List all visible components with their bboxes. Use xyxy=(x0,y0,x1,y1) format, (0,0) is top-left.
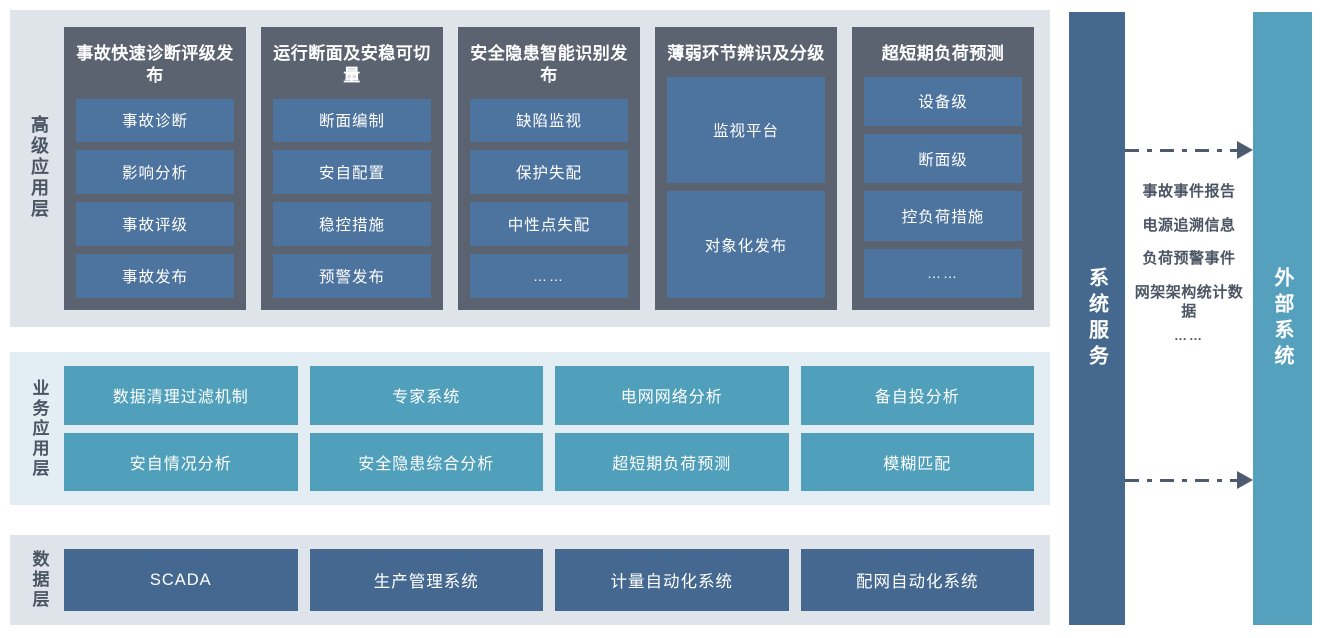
layer-label-business: 业务应用层 xyxy=(29,379,49,479)
flow-arrow-bottom xyxy=(1125,471,1253,489)
external-system-bar[interactable]: 外部系统 xyxy=(1253,12,1312,625)
business-item[interactable]: 安自情况分析 xyxy=(64,432,298,491)
system-service-bar[interactable]: 系统服务 xyxy=(1069,12,1125,625)
advanced-item[interactable]: 监视平台 xyxy=(667,76,825,184)
data-items-grid: SCADA 生产管理系统 计量自动化系统 配网自动化系统 xyxy=(64,549,1034,611)
flow-label: 电源追溯信息 xyxy=(1142,216,1236,234)
card-title: 运行断面及安稳可切量 xyxy=(273,44,431,85)
layer-label-advanced: 高级应用层 xyxy=(29,114,49,220)
flow-label-ellipsis: …… xyxy=(1174,327,1204,343)
data-source-item[interactable]: 生产管理系统 xyxy=(309,549,543,611)
system-service-label: 系统服务 xyxy=(1085,266,1108,371)
advanced-item[interactable]: 设备级 xyxy=(864,76,1022,127)
advanced-card-weak-link[interactable]: 薄弱环节辨识及分级 监视平台 对象化发布 xyxy=(655,27,837,310)
card-title: 事故快速诊断评级发布 xyxy=(76,44,234,85)
layer-label-data: 数据层 xyxy=(29,550,49,610)
advanced-item[interactable]: 影响分析 xyxy=(76,150,234,195)
business-item[interactable]: 模糊匹配 xyxy=(800,432,1034,491)
advanced-card-safety-hazard[interactable]: 安全隐患智能识别发布 缺陷监视 保护失配 中性点失配 …… xyxy=(458,27,640,310)
flow-labels-list: 事故事件报告 电源追溯信息 负荷预警事件 网架架构统计数据 …… xyxy=(1128,182,1250,344)
external-system-label: 外部系统 xyxy=(1271,266,1293,371)
dash-dot-line xyxy=(1125,478,1238,482)
data-source-item[interactable]: SCADA xyxy=(64,549,298,611)
advanced-item-ellipsis[interactable]: …… xyxy=(470,254,628,298)
business-item[interactable]: 安全隐患综合分析 xyxy=(309,432,543,491)
advanced-item[interactable]: 事故发布 xyxy=(76,254,234,298)
advanced-item[interactable]: 稳控措施 xyxy=(273,202,431,247)
card-items: 事故诊断 影响分析 事故评级 事故发布 xyxy=(76,98,234,298)
business-item[interactable]: 电网网络分析 xyxy=(555,366,789,425)
advanced-item[interactable]: 事故评级 xyxy=(76,202,234,247)
advanced-item[interactable]: 事故诊断 xyxy=(76,98,234,143)
arrow-head-icon xyxy=(1237,471,1253,489)
business-items-grid: 数据清理过滤机制 专家系统 电网网络分析 备自投分析 安自情况分析 安全隐患综合… xyxy=(64,366,1034,491)
flow-arrow-top xyxy=(1125,141,1253,159)
card-title: 安全隐患智能识别发布 xyxy=(470,44,628,85)
advanced-card-operating-section[interactable]: 运行断面及安稳可切量 断面编制 安自配置 稳控措施 预警发布 xyxy=(261,27,443,310)
advanced-item[interactable]: 断面级 xyxy=(864,134,1022,184)
advanced-item[interactable]: 中性点失配 xyxy=(470,202,628,247)
advanced-item-ellipsis[interactable]: …… xyxy=(864,248,1022,298)
advanced-item[interactable]: 控负荷措施 xyxy=(864,191,1022,241)
flow-label: 事故事件报告 xyxy=(1142,183,1236,200)
business-item[interactable]: 超短期负荷预测 xyxy=(555,432,789,491)
dash-dot-line xyxy=(1125,148,1238,152)
advanced-cards-container: 事故快速诊断评级发布 事故诊断 影响分析 事故评级 事故发布 运行断面及安稳可切… xyxy=(64,27,1034,310)
card-items: 设备级 断面级 控负荷措施 …… xyxy=(864,76,1022,298)
advanced-item[interactable]: 断面编制 xyxy=(273,98,431,143)
advanced-card-ultrashort-load-forecast[interactable]: 超短期负荷预测 设备级 断面级 控负荷措施 …… xyxy=(852,27,1034,310)
card-items: 监视平台 对象化发布 xyxy=(667,76,825,298)
advanced-card-accident-diagnosis[interactable]: 事故快速诊断评级发布 事故诊断 影响分析 事故评级 事故发布 xyxy=(64,27,246,310)
data-source-item[interactable]: 配网自动化系统 xyxy=(800,549,1034,611)
arrow-head-icon xyxy=(1237,141,1253,159)
business-item[interactable]: 备自投分析 xyxy=(800,366,1034,425)
business-item[interactable]: 数据清理过滤机制 xyxy=(64,366,298,425)
advanced-item[interactable]: 缺陷监视 xyxy=(470,98,628,143)
advanced-item[interactable]: 保护失配 xyxy=(470,150,628,195)
advanced-item[interactable]: 安自配置 xyxy=(273,150,431,195)
card-items: 缺陷监视 保护失配 中性点失配 …… xyxy=(470,98,628,298)
card-title: 超短期负荷预测 xyxy=(881,44,1005,63)
flow-label: 网架架构统计数据 xyxy=(1134,283,1244,321)
advanced-item[interactable]: 对象化发布 xyxy=(667,191,825,298)
data-source-item[interactable]: 计量自动化系统 xyxy=(555,549,789,611)
card-items: 断面编制 安自配置 稳控措施 预警发布 xyxy=(273,98,431,298)
flow-label: 负荷预警事件 xyxy=(1142,250,1236,267)
advanced-item[interactable]: 预警发布 xyxy=(273,254,431,298)
business-item[interactable]: 专家系统 xyxy=(309,366,543,425)
card-title: 薄弱环节辨识及分级 xyxy=(667,44,825,63)
